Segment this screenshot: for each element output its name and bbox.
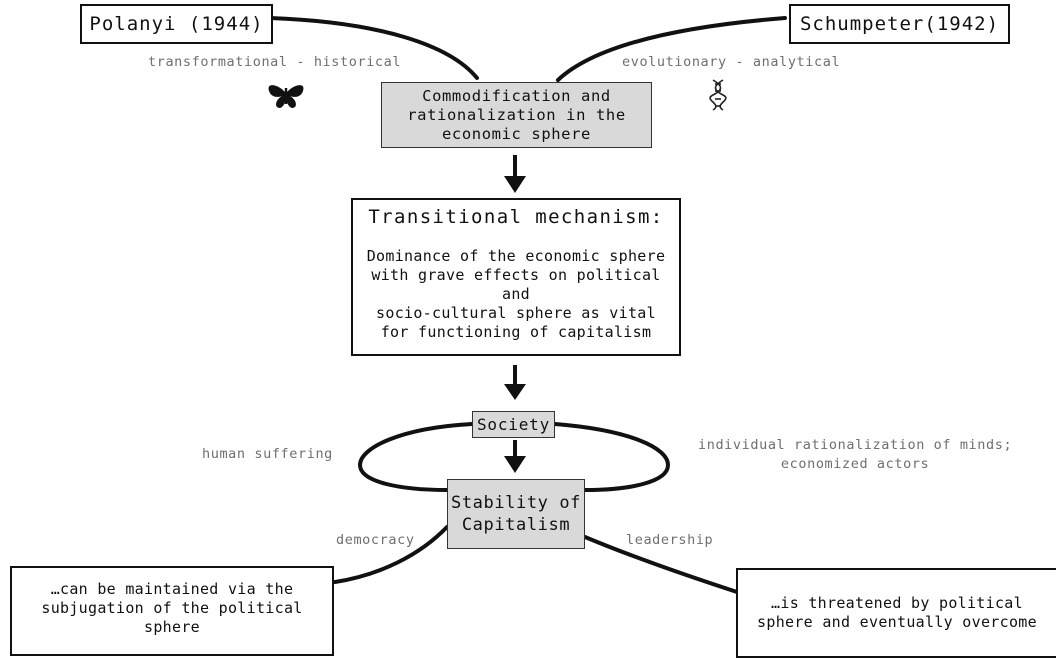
- leadership-label: leadership: [626, 532, 714, 548]
- democracy-outcome-line: subjugation of the political: [41, 598, 303, 617]
- transitional-line: with grave effects on political: [371, 266, 661, 284]
- society-label: Society: [476, 415, 551, 434]
- rationalization-line: economized actors: [780, 456, 930, 472]
- commodification-line: Commodification and: [422, 86, 611, 105]
- arrow-transitional-to-society: [504, 365, 526, 400]
- transitional-line: for functioning of capitalism: [380, 323, 652, 341]
- rationalization-label: individual rationalization of minds; eco…: [698, 436, 1012, 474]
- transitional-line: socio-cultural sphere as vital: [376, 304, 656, 322]
- left-feedback-loop: [357, 422, 474, 492]
- schumpeter-label: Schumpeter(1942): [799, 13, 1000, 35]
- polanyi-box: Polanyi (1944): [80, 4, 273, 44]
- stability-line: Stability of: [450, 493, 582, 513]
- left-branch-line: [333, 525, 449, 584]
- polanyi-label: Polanyi (1944): [89, 13, 264, 35]
- rationalization-line: individual rationalization of minds;: [698, 437, 1013, 453]
- arrow-society-to-stability: [504, 440, 526, 473]
- butterfly-icon: [268, 85, 304, 108]
- society-box: Society: [472, 411, 555, 438]
- stability-line: Capitalism: [461, 515, 571, 535]
- commodification-line: rationalization in the: [407, 105, 626, 124]
- transitional-line: Dominance of the economic sphere: [366, 247, 666, 265]
- leadership-outcome-line: …is threatened by political: [771, 594, 1023, 612]
- arrow-commodification-to-transitional: [504, 155, 526, 193]
- stability-box: Stability of Capitalism: [447, 479, 585, 549]
- transitional-heading: Transitional mechanism:: [368, 206, 664, 228]
- democracy-label: democracy: [336, 532, 415, 548]
- commodification-box: Commodification and rationalization in t…: [381, 82, 652, 148]
- commodification-line: economic sphere: [442, 124, 591, 143]
- polanyi-connector: [268, 16, 479, 80]
- transitional-mechanism-box: Transitional mechanism: Dominance of the…: [351, 198, 681, 356]
- leadership-outcome-line: sphere and eventually overcome: [757, 613, 1037, 631]
- human-suffering-label: human suffering: [202, 446, 333, 462]
- leadership-outcome-box: …is threatened by political sphere and e…: [736, 568, 1056, 658]
- dna-helix-icon: [709, 79, 727, 111]
- right-branch-line: [583, 535, 742, 595]
- democracy-outcome-line: …can be maintained via the: [50, 579, 294, 598]
- schumpeter-approach-label: evolutionary - analytical: [622, 54, 841, 70]
- democracy-outcome-line: sphere: [144, 617, 200, 636]
- schumpeter-box: Schumpeter(1942): [789, 4, 1010, 44]
- schumpeter-connector: [556, 16, 787, 82]
- democracy-outcome-box: …can be maintained via the subjugation o…: [10, 566, 334, 656]
- right-feedback-loop: [553, 422, 671, 492]
- transitional-line: and: [502, 285, 530, 303]
- polanyi-approach-label: transformational - historical: [148, 54, 402, 70]
